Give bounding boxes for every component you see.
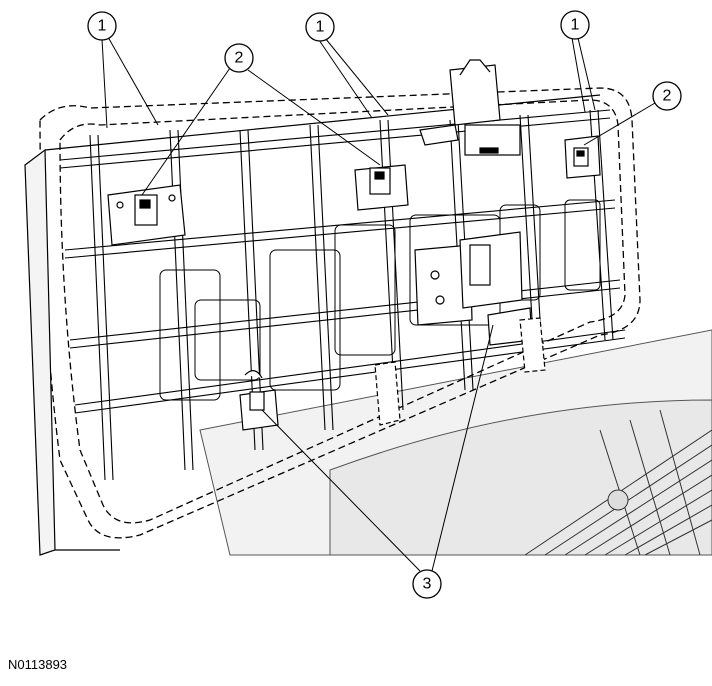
latch-assembly	[414, 231, 523, 326]
callout-1-left: 1	[87, 11, 117, 41]
figure-code: N0113893	[8, 657, 68, 672]
callout-2-left: 2	[224, 43, 254, 73]
svg-text:1: 1	[316, 19, 325, 36]
callout-1-center: 1	[305, 12, 335, 42]
svg-text:2: 2	[663, 88, 672, 105]
lower-strap-center	[374, 361, 401, 426]
svg-text:2: 2	[235, 50, 244, 67]
vehicle-floor	[199, 329, 712, 556]
leader-lines	[101, 36, 656, 572]
callout-3: 3	[412, 569, 442, 599]
bracket-center	[354, 164, 409, 211]
lower-strap-left	[239, 370, 279, 431]
seat-back-panel	[24, 94, 601, 556]
svg-text:1: 1	[571, 17, 580, 34]
cargo-mat	[524, 409, 712, 556]
bracket-right	[564, 135, 601, 179]
lower-strap-right	[487, 307, 546, 373]
headrest-mount	[419, 59, 521, 156]
seat-back-outline	[39, 87, 641, 539]
bracket-left	[107, 184, 186, 246]
svg-text:1: 1	[98, 18, 107, 35]
callout-2-right: 2	[652, 81, 682, 111]
callout-1-right: 1	[560, 10, 590, 40]
svg-text:3: 3	[423, 576, 432, 593]
